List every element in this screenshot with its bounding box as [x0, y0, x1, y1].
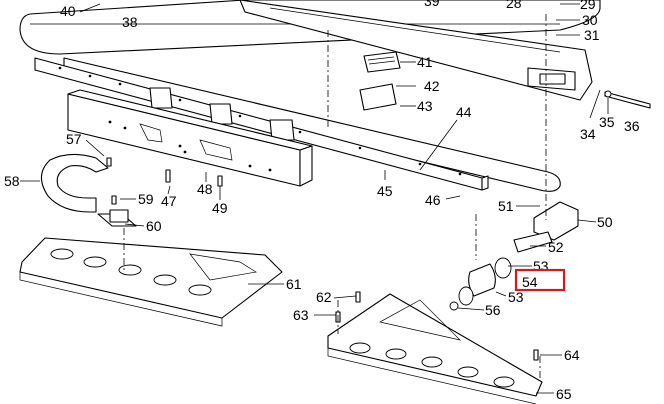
part-label: 49 — [212, 200, 228, 216]
part-label: 31 — [584, 27, 600, 43]
part-label: 42 — [424, 78, 440, 94]
left-mounting-plate — [19, 237, 283, 327]
part-labels: 40 38 39 28 29 30 31 41 42 43 44 34 35 3… — [4, 0, 640, 402]
part-label: 45 — [377, 183, 393, 199]
part-label: 50 — [597, 214, 613, 230]
part-label: 63 — [293, 307, 309, 323]
part-label: 62 — [316, 289, 332, 305]
part-label: 40 — [60, 3, 76, 19]
part-label: 39 — [424, 0, 440, 9]
part-label: 30 — [582, 12, 598, 28]
part-label: 46 — [425, 192, 441, 208]
part-label: 35 — [599, 114, 615, 130]
part-label: 51 — [498, 198, 514, 214]
part-label: 34 — [580, 126, 596, 142]
spacer-block — [359, 51, 401, 111]
part-label: 60 — [146, 218, 162, 234]
right-mounting-plate — [327, 293, 543, 404]
part-label: 48 — [197, 181, 213, 197]
part-label: 43 — [417, 98, 433, 114]
part-label: 36 — [624, 118, 640, 134]
rail-clamps — [149, 87, 295, 141]
part-label: 47 — [161, 193, 177, 209]
frame-rail — [239, 0, 593, 101]
leader-lines — [20, 3, 609, 394]
part-label: 59 — [138, 191, 154, 207]
part-label: 41 — [417, 54, 433, 70]
part-label: 65 — [556, 386, 572, 402]
cable-chain — [40, 153, 109, 213]
highlight-box — [514, 268, 566, 292]
part-label: 53 — [533, 258, 549, 274]
part-label: 64 — [564, 347, 580, 363]
part-label: 54 — [522, 274, 538, 290]
part-label: 28 — [506, 0, 522, 11]
part-label: 44 — [456, 104, 472, 120]
part-label: 61 — [286, 276, 302, 292]
part-label: 57 — [66, 131, 82, 147]
drive-assembly — [449, 201, 579, 311]
part-label: 58 — [4, 173, 20, 189]
part-label: 38 — [122, 14, 138, 30]
guide-rail — [34, 57, 489, 191]
part-label: 53 — [508, 289, 524, 305]
part-label: 29 — [580, 0, 596, 12]
part-label: 52 — [548, 239, 564, 255]
part-label: 56 — [485, 302, 501, 318]
center-lines — [123, 14, 547, 378]
carriage-frame — [67, 89, 313, 187]
mount-bracket — [97, 209, 137, 227]
